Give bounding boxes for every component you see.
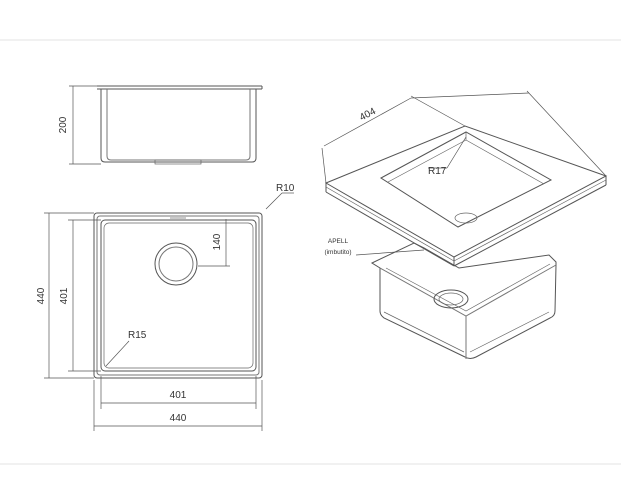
side-height-label: 200 — [58, 116, 69, 133]
isometric-view: 404 R17 APELL (imbutito) — [321, 90, 608, 359]
outer-height-label: 440 — [36, 287, 47, 304]
inner-height-label: 401 — [59, 287, 70, 304]
imbutito-label: (imbutito) — [324, 249, 351, 256]
drain-offset-label: 140 — [212, 233, 223, 250]
drain-circle — [154, 242, 198, 286]
iso-drain — [433, 289, 469, 309]
inner-radius-label: R15 — [128, 330, 147, 341]
top-view: R10 R15 140 440 401 401 440 — [36, 183, 295, 431]
side-view: 200 — [58, 85, 263, 165]
outer-width-label: 440 — [170, 413, 187, 424]
iso-radius-label: R17 — [428, 166, 447, 177]
apell-label: APELL — [328, 238, 349, 245]
inner-width-label: 401 — [170, 390, 187, 401]
outer-radius-label: R10 — [276, 183, 295, 194]
iso-width-label: 404 — [358, 106, 378, 124]
